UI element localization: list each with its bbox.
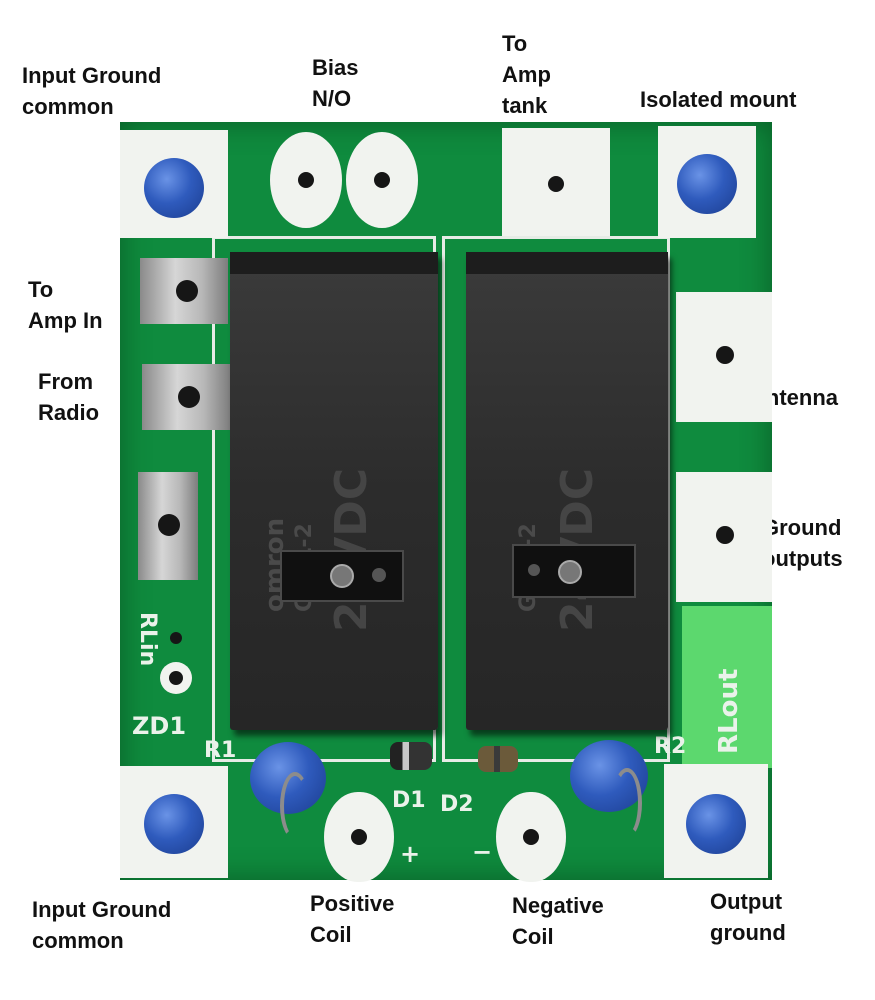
- relay-left-window: [280, 550, 404, 602]
- diode-d1: [390, 742, 432, 770]
- silk-d1: D1: [392, 788, 426, 813]
- label-input-ground-top: Input Ground common: [22, 63, 162, 119]
- relay-outline-right: [442, 236, 670, 762]
- silk-r2: R2: [654, 734, 687, 759]
- label-ground-outputs: Ground outputs: [762, 515, 843, 571]
- pad-input-ground-top: [120, 130, 228, 238]
- pad-isolated-mount: [658, 126, 756, 238]
- silk-rlout: RLout: [714, 668, 744, 754]
- relay-left: omron G2RL-2 24VDC: [230, 252, 438, 730]
- label-input-ground-bottom: Input Ground common: [32, 897, 172, 953]
- tab-ground-left: [138, 472, 198, 580]
- label-output-ground: Output ground: [710, 889, 786, 945]
- label-from-radio: From Radio: [38, 369, 100, 425]
- label-positive-coil: Positive Coil: [310, 891, 395, 947]
- label-to-amp-in: To Amp In: [28, 277, 103, 333]
- relay-right: G2RL-2 24VDC: [466, 252, 668, 730]
- pad-antenna: [676, 292, 772, 422]
- mount-screw-top-right: [677, 154, 737, 214]
- silk-zd1: ZD1: [132, 712, 187, 740]
- pcb-board: RLin ZD1 R1 R2 RLout D1 D2 + − omron G2R…: [120, 122, 772, 882]
- silk-rlin: RLin: [135, 612, 160, 667]
- relay-right-window: [512, 544, 636, 598]
- tab-from-radio: [142, 364, 230, 430]
- silk-plus: +: [400, 840, 421, 868]
- mount-screw-top-left: [144, 158, 204, 218]
- pad-positive-coil: [324, 792, 394, 882]
- tab-to-amp-in: [140, 258, 228, 324]
- silk-d2: D2: [440, 792, 474, 817]
- label-bias: Bias N/O: [312, 55, 359, 111]
- label-isolated-mount: Isolated mount: [640, 87, 797, 112]
- pad-output-ground: [664, 764, 768, 878]
- pad-negative-coil: [496, 792, 566, 882]
- mount-screw-bottom-right: [686, 794, 746, 854]
- pad-input-ground-bottom: [120, 766, 228, 878]
- resistor-r2-lead: [612, 768, 642, 838]
- pad-bias-2: [346, 132, 418, 228]
- label-negative-coil: Negative Coil: [512, 893, 604, 949]
- resistor-r1-lead: [280, 772, 310, 840]
- rlout-stripe: [682, 606, 772, 768]
- diode-d2: [478, 746, 518, 772]
- label-to-amp-tank: To Amp tank: [502, 31, 551, 118]
- pad-to-amp-tank: [502, 128, 610, 236]
- silk-minus: −: [472, 838, 493, 866]
- pad-bias-1: [270, 132, 342, 228]
- silk-r1: R1: [204, 738, 237, 763]
- mount-screw-bottom-left: [144, 794, 204, 854]
- pad-rlin: [160, 662, 192, 694]
- pad-ground-outputs: [676, 472, 772, 602]
